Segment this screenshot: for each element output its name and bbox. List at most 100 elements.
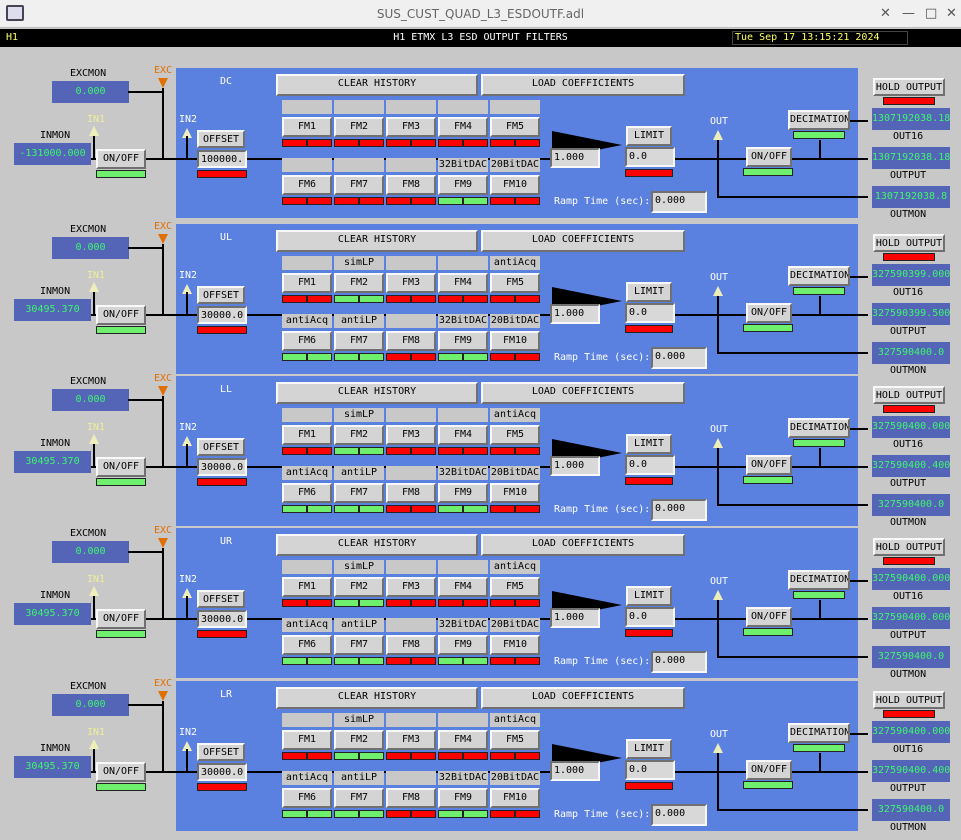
load-coefficients-button[interactable]: LOAD COEFFICIENTS <box>481 74 685 96</box>
limit-button[interactable]: LIMIT <box>626 739 672 759</box>
fm1-button[interactable]: FM1 <box>282 577 332 597</box>
ramp-time-field[interactable]: 0.000 <box>651 499 707 521</box>
fm9-button[interactable]: FM9 <box>438 635 488 655</box>
offset-button[interactable]: OFFSET <box>197 130 245 148</box>
fm3-button[interactable]: FM3 <box>386 577 436 597</box>
limit-button[interactable]: LIMIT <box>626 126 672 146</box>
fm7-button[interactable]: FM7 <box>334 331 384 351</box>
clear-history-button[interactable]: CLEAR HISTORY <box>276 230 478 252</box>
limit-value-field[interactable]: 0.0 <box>625 147 675 167</box>
ramp-time-field[interactable]: 0.000 <box>651 191 707 213</box>
offset-value-field[interactable]: 30000.0 <box>197 610 247 628</box>
fm1-button[interactable]: FM1 <box>282 425 332 445</box>
offset-value-field[interactable]: 30000.0 <box>197 458 247 476</box>
input-onoff-button[interactable]: ON/OFF <box>96 762 146 782</box>
fm2-button[interactable]: FM2 <box>334 577 384 597</box>
fm10-button[interactable]: FM10 <box>490 483 540 503</box>
offset-value-field[interactable]: 30000.0 <box>197 763 247 781</box>
minimize-icon[interactable]: ✕ <box>880 6 891 21</box>
load-coefficients-button[interactable]: LOAD COEFFICIENTS <box>481 230 685 252</box>
fm2-button[interactable]: FM2 <box>334 273 384 293</box>
clear-history-button[interactable]: CLEAR HISTORY <box>276 382 478 404</box>
fm4-button[interactable]: FM4 <box>438 273 488 293</box>
fm4-button[interactable]: FM4 <box>438 577 488 597</box>
hold-output-button[interactable]: HOLD OUTPUT <box>873 386 945 404</box>
load-coefficients-button[interactable]: LOAD COEFFICIENTS <box>481 687 685 709</box>
input-onoff-button[interactable]: ON/OFF <box>96 609 146 629</box>
fm2-button[interactable]: FM2 <box>334 117 384 137</box>
fm6-button[interactable]: FM6 <box>282 175 332 195</box>
offset-button[interactable]: OFFSET <box>197 286 245 304</box>
clear-history-button[interactable]: CLEAR HISTORY <box>276 687 478 709</box>
fm8-button[interactable]: FM8 <box>386 175 436 195</box>
fm1-button[interactable]: FM1 <box>282 273 332 293</box>
fm3-button[interactable]: FM3 <box>386 425 436 445</box>
fm4-button[interactable]: FM4 <box>438 730 488 750</box>
gain-value-field[interactable]: 1.000 <box>550 761 600 781</box>
fm10-button[interactable]: FM10 <box>490 788 540 808</box>
fm2-button[interactable]: FM2 <box>334 730 384 750</box>
input-onoff-button[interactable]: ON/OFF <box>96 305 146 325</box>
fm5-button[interactable]: FM5 <box>490 117 540 137</box>
offset-value-field[interactable]: 100000. <box>197 150 247 168</box>
decimation-button[interactable]: DECIMATION <box>788 723 850 743</box>
fm3-button[interactable]: FM3 <box>386 730 436 750</box>
fm8-button[interactable]: FM8 <box>386 483 436 503</box>
output-onoff-button[interactable]: ON/OFF <box>746 455 792 475</box>
fm9-button[interactable]: FM9 <box>438 175 488 195</box>
fm6-button[interactable]: FM6 <box>282 483 332 503</box>
load-coefficients-button[interactable]: LOAD COEFFICIENTS <box>481 534 685 556</box>
limit-button[interactable]: LIMIT <box>626 586 672 606</box>
gain-value-field[interactable]: 1.000 <box>550 304 600 324</box>
fm5-button[interactable]: FM5 <box>490 730 540 750</box>
hold-output-button[interactable]: HOLD OUTPUT <box>873 538 945 556</box>
minimize-icon[interactable]: — <box>902 6 915 21</box>
clear-history-button[interactable]: CLEAR HISTORY <box>276 534 478 556</box>
hold-output-button[interactable]: HOLD OUTPUT <box>873 691 945 709</box>
fm9-button[interactable]: FM9 <box>438 331 488 351</box>
gain-value-field[interactable]: 1.000 <box>550 456 600 476</box>
limit-button[interactable]: LIMIT <box>626 282 672 302</box>
fm3-button[interactable]: FM3 <box>386 273 436 293</box>
fm8-button[interactable]: FM8 <box>386 331 436 351</box>
load-coefficients-button[interactable]: LOAD COEFFICIENTS <box>481 382 685 404</box>
fm5-button[interactable]: FM5 <box>490 577 540 597</box>
fm3-button[interactable]: FM3 <box>386 117 436 137</box>
offset-button[interactable]: OFFSET <box>197 438 245 456</box>
hold-output-button[interactable]: HOLD OUTPUT <box>873 78 945 96</box>
limit-button[interactable]: LIMIT <box>626 434 672 454</box>
fm8-button[interactable]: FM8 <box>386 635 436 655</box>
fm2-button[interactable]: FM2 <box>334 425 384 445</box>
fm7-button[interactable]: FM7 <box>334 635 384 655</box>
offset-button[interactable]: OFFSET <box>197 590 245 608</box>
limit-value-field[interactable]: 0.0 <box>625 760 675 780</box>
fm4-button[interactable]: FM4 <box>438 425 488 445</box>
fm9-button[interactable]: FM9 <box>438 483 488 503</box>
ramp-time-field[interactable]: 0.000 <box>651 804 707 826</box>
fm4-button[interactable]: FM4 <box>438 117 488 137</box>
fm7-button[interactable]: FM7 <box>334 175 384 195</box>
ramp-time-field[interactable]: 0.000 <box>651 651 707 673</box>
fm1-button[interactable]: FM1 <box>282 730 332 750</box>
fm6-button[interactable]: FM6 <box>282 635 332 655</box>
limit-value-field[interactable]: 0.0 <box>625 455 675 475</box>
limit-value-field[interactable]: 0.0 <box>625 607 675 627</box>
close-icon[interactable]: ✕ <box>946 6 957 21</box>
decimation-button[interactable]: DECIMATION <box>788 266 850 286</box>
offset-button[interactable]: OFFSET <box>197 743 245 761</box>
fm7-button[interactable]: FM7 <box>334 483 384 503</box>
offset-value-field[interactable]: 30000.0 <box>197 306 247 324</box>
input-onoff-button[interactable]: ON/OFF <box>96 149 146 169</box>
fm8-button[interactable]: FM8 <box>386 788 436 808</box>
fm1-button[interactable]: FM1 <box>282 117 332 137</box>
output-onoff-button[interactable]: ON/OFF <box>746 607 792 627</box>
fm10-button[interactable]: FM10 <box>490 635 540 655</box>
output-onoff-button[interactable]: ON/OFF <box>746 760 792 780</box>
fm9-button[interactable]: FM9 <box>438 788 488 808</box>
gain-value-field[interactable]: 1.000 <box>550 148 600 168</box>
fm7-button[interactable]: FM7 <box>334 788 384 808</box>
fm6-button[interactable]: FM6 <box>282 331 332 351</box>
decimation-button[interactable]: DECIMATION <box>788 570 850 590</box>
fm10-button[interactable]: FM10 <box>490 175 540 195</box>
gain-value-field[interactable]: 1.000 <box>550 608 600 628</box>
